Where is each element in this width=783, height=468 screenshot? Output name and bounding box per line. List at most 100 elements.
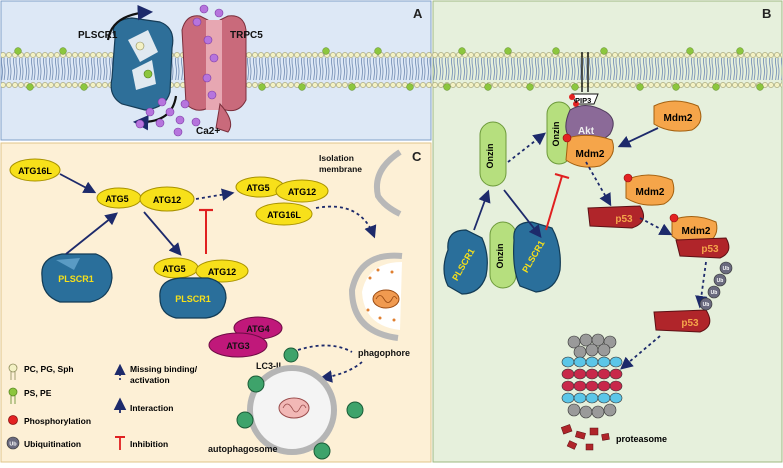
proteasome-label: proteasome: [616, 434, 667, 444]
plscr1-label-c1: PLSCR1: [58, 274, 94, 284]
mdm2-mid-label: Mdm2: [636, 187, 665, 198]
autophagosome-icon: [236, 365, 364, 460]
isolation-label-1: Isolation: [319, 153, 354, 163]
mdm2-bound-label: Mdm2: [682, 226, 711, 237]
plscr1-channel-icon: [110, 17, 174, 111]
akt-label: Akt: [578, 126, 595, 137]
arrow-atg16l-to-atg5: [59, 173, 97, 194]
phagophore-icon: [348, 252, 403, 341]
onzin-membrane-label: Onzin: [551, 122, 561, 147]
dotted-arrow-to-ubiquitination: [695, 261, 708, 309]
legend-missing-1: Missing binding/: [130, 364, 198, 374]
dotted-arrow-to-phagophore: [315, 205, 377, 239]
pip3-icon: [569, 52, 599, 107]
atg3-protein: [208, 332, 268, 358]
plscr1-label-a: PLSCR1: [78, 30, 118, 41]
plscr1-protein-c1: [41, 253, 113, 303]
atg12-protein-a: [139, 186, 195, 212]
pip3-label: PIP3: [575, 96, 591, 105]
autophagosome-label: autophagosome: [208, 444, 278, 454]
panel-c-label: C: [412, 149, 422, 164]
legend-ub-icon-text: Ub: [9, 442, 17, 448]
inhibition-line-b: [545, 175, 563, 231]
atg16l-protein-b: [255, 202, 313, 226]
ub-chain-text-3: Ub: [717, 278, 724, 284]
mdm2-top-protein: [653, 100, 702, 132]
plscr1-label-c2: PLSCR1: [175, 294, 211, 304]
plscr1-protein-c2: [159, 277, 227, 319]
lc3-label: LC3-II: [256, 361, 281, 371]
p53-label-1: p53: [615, 214, 633, 225]
p53-label-3: p53: [681, 318, 699, 329]
arrow-mdm2-to-akt: [617, 127, 659, 148]
inhibition-bar-b: [554, 172, 570, 180]
atg5-label-b: ATG5: [246, 183, 269, 193]
mdm2-complex-protein: [565, 134, 614, 168]
calcium-label: Ca2+: [196, 126, 220, 137]
atg12-label-a: ATG12: [153, 195, 181, 205]
atg12-protein-b: [275, 179, 329, 203]
pc-lipid-icon: [8, 363, 18, 373]
legend-phos: Phosphorylation: [24, 416, 91, 426]
arrow-plscr1-to-atg5: [65, 212, 118, 255]
onzin-mid-label: Onzin: [485, 144, 495, 169]
onzin-mid-protein: [479, 121, 507, 187]
p53-protein-3: [653, 309, 711, 333]
onzin-lower-label: Onzin: [495, 244, 505, 269]
mdm2-mid-protein: [625, 174, 675, 206]
dotted-arrow-mdm2-to-p53: [585, 161, 612, 207]
mitochondrion-icon: [372, 289, 400, 309]
dotted-arrow-to-proteasome: [620, 335, 661, 370]
atg16l-label-b: ATG16L: [267, 210, 301, 220]
atg16l-label: ATG16L: [18, 166, 52, 176]
arrow-onzin-to-complex: [503, 189, 542, 238]
arrow-plscr1-to-onzin: [473, 189, 491, 231]
atg12-label-c: ATG12: [208, 267, 236, 277]
dotted-arrow-to-atg16l-complex: [195, 188, 235, 201]
ub-chain-text-2: Ub: [711, 290, 718, 296]
legend-pc: PC, PG, Sph: [24, 364, 74, 374]
panel-b-label: B: [762, 6, 771, 21]
ubiquitin-icon: [6, 436, 20, 450]
phosphate-icon: [8, 415, 18, 425]
arrow-atg12-to-complex: [143, 211, 182, 256]
p53-protein-1: [587, 205, 645, 229]
phospho-dot-mdm2: [562, 133, 572, 143]
panel-a-label: A: [413, 6, 423, 21]
legend: PC, PG, Sph PS, PE Phosphorylation Ub Ub…: [6, 363, 198, 450]
mitochondrion-icon: [278, 397, 310, 419]
dotted-arrow-to-autophagosome: [319, 361, 363, 383]
atg5-label-c: ATG5: [162, 264, 185, 274]
legend-ubiq: Ubiquitination: [24, 439, 81, 449]
isolation-membrane-icon: [374, 149, 402, 217]
dotted-arrow-onzin-to-membrane: [507, 132, 546, 163]
ub-chain-text-1: Ub: [703, 302, 710, 308]
atg4-label: ATG4: [246, 324, 269, 334]
mdm2-complex-label: Mdm2: [576, 149, 605, 160]
plscr1-protein-b-left: [443, 229, 488, 295]
p53-protein-2: [675, 237, 730, 259]
ub-chain-text-4: Ub: [723, 266, 730, 272]
peptide-fragments-icon: [560, 424, 610, 451]
proteasome-icon: [561, 333, 623, 419]
atg5-label-a: ATG5: [105, 194, 128, 204]
mdm2-top-label: Mdm2: [664, 113, 693, 124]
flip-arrow-top: [106, 4, 154, 41]
p53-label-2: p53: [701, 244, 719, 255]
legend-missing-2: activation: [130, 375, 170, 385]
legend-interaction: Interaction: [130, 403, 173, 413]
ps-lipid-icon: [8, 387, 18, 397]
trpc5-label: TRPC5: [230, 30, 263, 41]
atg16l-protein: [9, 158, 61, 182]
atg12-label-b: ATG12: [288, 187, 316, 197]
atg3-label: ATG3: [226, 341, 249, 351]
calcium-ion-icon: [135, 4, 224, 137]
plscr1-protein-b-right: [513, 221, 561, 293]
legend-inhibition: Inhibition: [130, 439, 168, 449]
legend-ps: PS, PE: [24, 388, 52, 398]
atg12-protein-c: [195, 259, 249, 283]
isolation-label-2: membrane: [319, 164, 362, 174]
lc3-ii-icon: [283, 347, 299, 363]
ubiquitin-chain-icon: [699, 261, 733, 311]
